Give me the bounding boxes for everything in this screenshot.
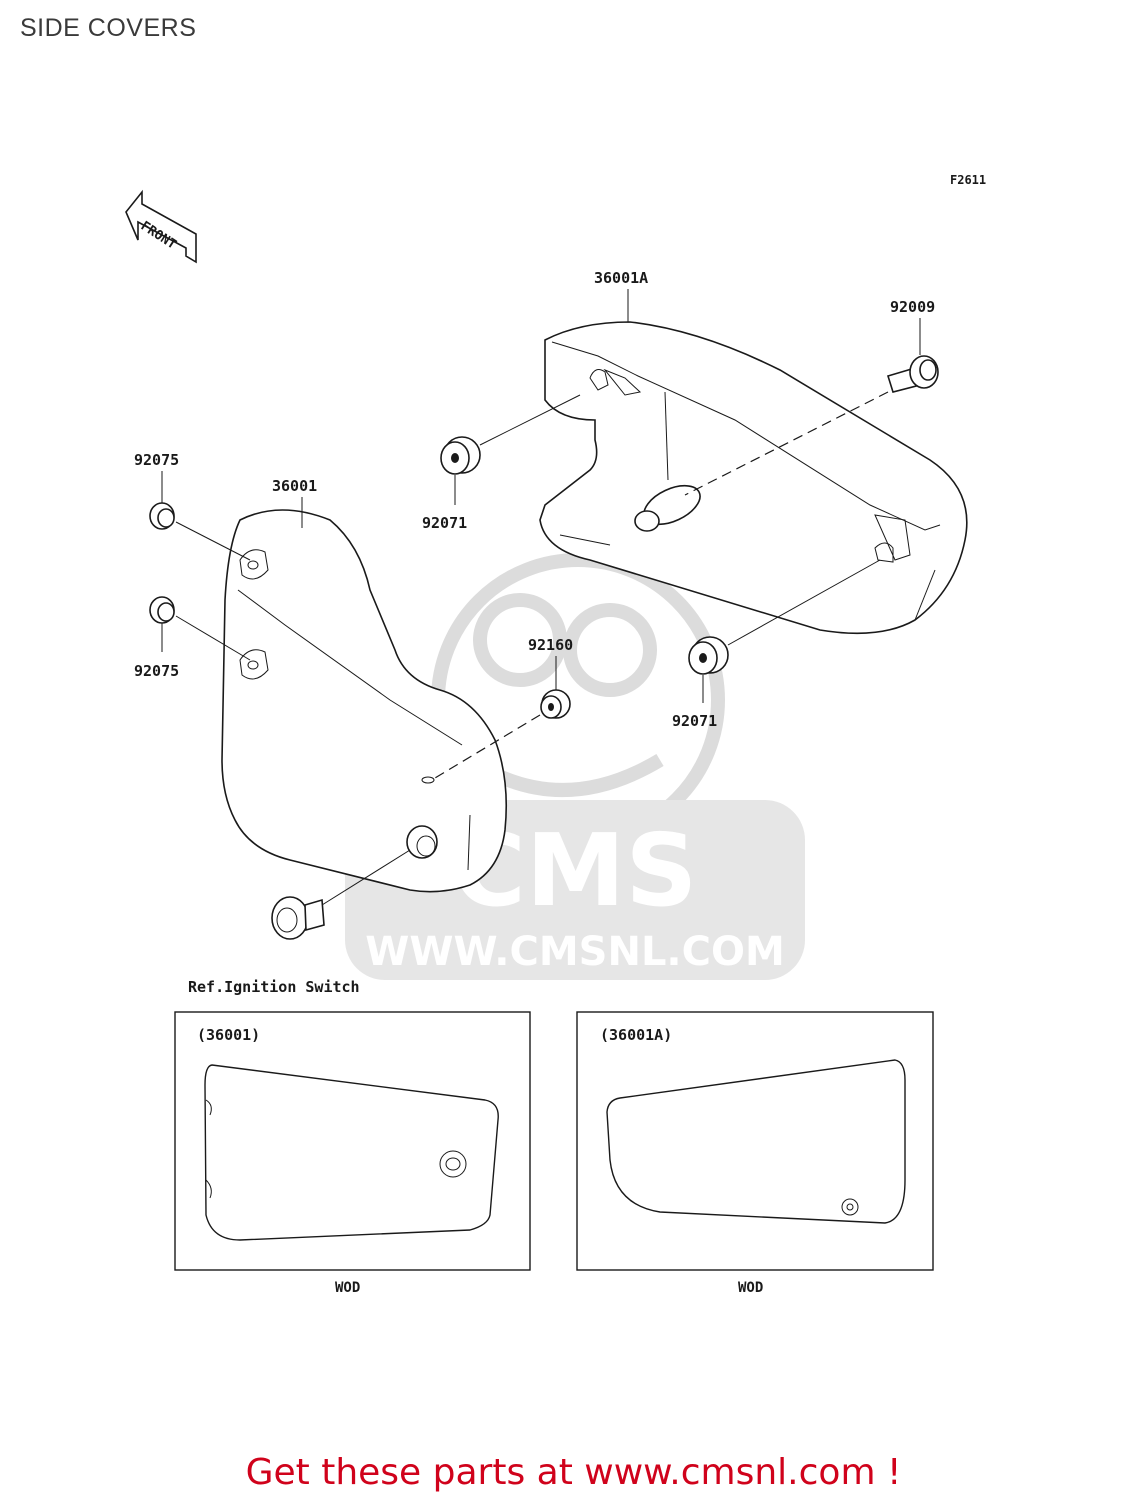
inset-36001A-caption: WOD [738,1280,763,1296]
grommet-92071-bottom [688,636,729,675]
inset-36001-label: (36001) [197,1026,260,1044]
label-92009: 92009 [890,298,935,316]
page-title: SIDE COVERS [20,14,197,42]
inset-36001-caption: WOD [335,1280,360,1296]
label-92071-top: 92071 [422,514,467,532]
damper-92075-upper [149,502,175,530]
figure-code: F2611 [950,173,986,187]
watermark-url: WWW.CMSNL.COM [365,929,785,975]
bolt-92009 [886,355,939,393]
label-36001A: 36001A [594,269,648,287]
damper-92075-lower [149,596,175,624]
grommet-92071-top [440,436,481,475]
cta-link[interactable]: Get these parts at www.cmsnl.com ! [245,1452,902,1493]
label-36001: 36001 [272,477,317,495]
inset-36001: (36001) WOD [174,1011,531,1296]
side-cover-left [221,509,507,893]
side-cover-right [539,321,968,635]
label-92071-bottom: 92071 [672,712,717,730]
label-92075-lower: 92075 [134,662,179,680]
label-92160: 92160 [528,636,573,654]
ignition-switch [271,896,325,940]
parts-diagram: CMS WWW.CMSNL.COM F2611 FRONT 36001A 920… [125,173,986,1296]
grommet-92160 [540,689,571,719]
inset-36001A: (36001A) WOD [576,1011,934,1296]
label-92075-upper: 92075 [134,451,179,469]
ignition-switch-ref: Ref.Ignition Switch [188,978,360,996]
front-arrow-icon: FRONT [125,189,197,264]
inset-36001A-label: (36001A) [600,1026,672,1044]
